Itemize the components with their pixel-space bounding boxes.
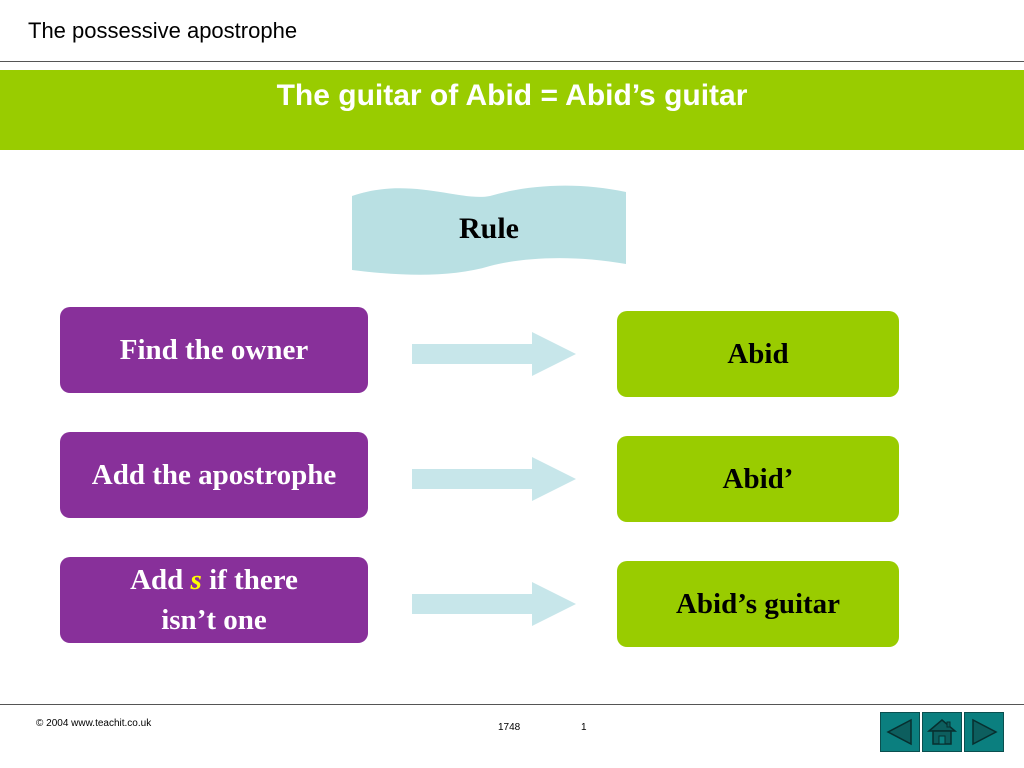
step-add-apostrophe-label: Add the apostrophe [91,459,337,491]
banner-title: The guitar of Abid = Abid’s guitar [276,79,748,112]
title-banner [0,70,1024,150]
previous-slide-button[interactable] [880,712,920,752]
home-icon [926,719,958,745]
step-find-owner-box: Find the owner [60,307,368,393]
arrow-icon [412,457,576,501]
rule-wave-banner [352,185,626,275]
result-apostrophe-box: Abid’ [617,436,899,522]
rule-label: Rule [459,212,519,245]
step-add-s-suffix: if there [209,564,298,596]
result-owner-box: Abid [617,311,899,397]
step-add-s-highlight: s [190,564,202,596]
triangle-left-icon [886,718,912,746]
result-owner-text: Abid [727,338,789,370]
footer-page-number: 1 [581,722,587,733]
step-add-s-prefix: Add [130,564,184,596]
arrow-icon [412,332,576,376]
home-button[interactable] [922,712,962,752]
arrow-icon [412,582,576,626]
result-final-text: Abid’s guitar [675,588,841,620]
footer-divider [0,704,1024,705]
header-divider [0,61,1024,62]
step-find-owner-label: Find the owner [119,334,309,366]
step-add-apostrophe-box: Add the apostrophe [60,432,368,518]
next-slide-button[interactable] [964,712,1004,752]
footer-copyright: © 2004 www.teachit.co.uk [36,718,152,729]
step-add-s-box: Add s if there isn’t one [60,557,368,643]
triangle-right-icon [972,718,998,746]
step-add-s-line1: Add s if there [130,560,298,600]
result-final-box: Abid’s guitar [617,561,899,647]
result-apostrophe-text: Abid’ [722,463,794,495]
slide-header-title: The possessive apostrophe [28,18,298,43]
footer-code: 1748 [498,722,521,733]
step-add-s-line2: isn’t one [161,604,267,636]
